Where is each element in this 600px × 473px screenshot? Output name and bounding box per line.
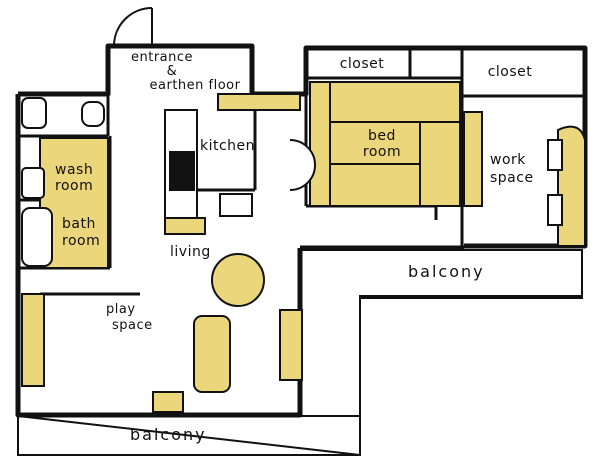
- playspace-label-line1: play: [106, 302, 136, 317]
- workspace-label-line1: work: [490, 152, 526, 168]
- bedroom-label-line1: bed: [368, 128, 396, 144]
- work-desk: [463, 111, 586, 247]
- living-label: living: [170, 244, 211, 260]
- kitchen-counter: [164, 93, 301, 235]
- kitchen-table: [289, 139, 316, 191]
- entrance-door: [113, 7, 153, 47]
- washroom-label-line2: room: [55, 178, 94, 194]
- bedroom-tatami: [309, 81, 461, 207]
- kitchen-label: kitchen: [200, 138, 256, 154]
- bathroom-label-line2: room: [62, 233, 101, 249]
- closet-right-label: closet: [487, 64, 533, 80]
- balcony-bottom-label: balcony: [130, 425, 207, 444]
- balcony-right-label: balcony: [408, 262, 485, 281]
- play-shelf: [21, 293, 45, 387]
- balcony-outline: [18, 250, 583, 456]
- closet-left-label: closet: [339, 56, 385, 72]
- entrance-label-line1: entrance: [130, 50, 194, 65]
- bathroom-label-line1: bath: [62, 216, 96, 232]
- workspace-label-line2: space: [490, 170, 534, 186]
- living-furniture: [152, 253, 303, 413]
- playspace-label-line2: space: [112, 318, 153, 333]
- wash-bath-area: [21, 97, 109, 269]
- washroom-label-line1: wash: [55, 162, 94, 178]
- entrance-label-line2: earthen floor: [149, 78, 241, 93]
- bedroom-label-line2: room: [362, 144, 402, 160]
- entrance-label-amp: &: [166, 64, 178, 79]
